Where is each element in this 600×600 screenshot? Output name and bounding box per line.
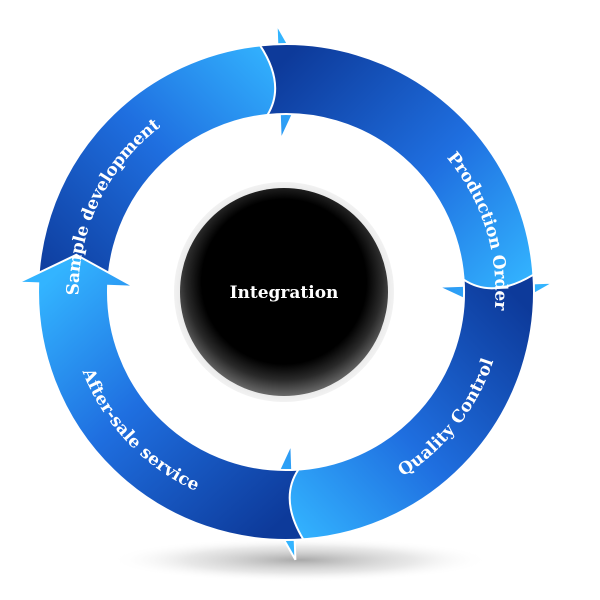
cycle-arrows	[17, 23, 555, 561]
arrow-after-sale-service	[17, 253, 306, 541]
center-label: Integration	[230, 283, 339, 303]
hub-circle	[180, 188, 388, 396]
ground-shadow	[110, 538, 490, 582]
